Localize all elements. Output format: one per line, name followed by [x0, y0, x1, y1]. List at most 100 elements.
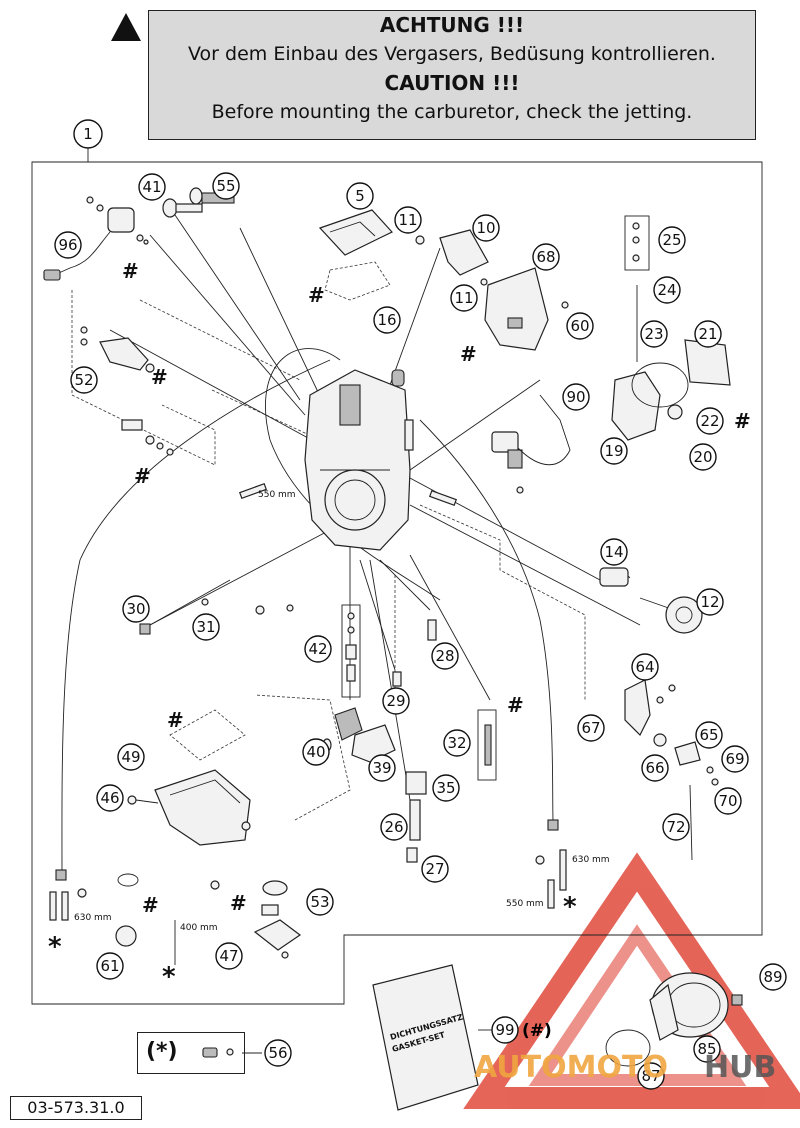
callout-40: 40	[302, 738, 330, 766]
svg-text:72: 72	[666, 818, 685, 836]
svg-text:11: 11	[398, 211, 417, 229]
svg-text:20: 20	[693, 448, 712, 466]
svg-text:46: 46	[100, 789, 119, 807]
hash-symbol: #	[142, 893, 159, 917]
caution-box: ACHTUNG !!! Vor dem Einbau des Vergasers…	[148, 10, 756, 140]
callout-35: 35	[432, 774, 460, 802]
callout-52: 52	[70, 366, 98, 394]
part-bracket	[415, 229, 489, 286]
svg-text:27: 27	[425, 860, 444, 878]
callout-21: 21	[694, 320, 722, 348]
callout-72: 72	[662, 813, 690, 841]
callout-25: 25	[658, 226, 686, 254]
svg-text:66: 66	[645, 759, 664, 777]
gasket-ref-symbol: (#)	[522, 1021, 552, 1041]
callout-27: 27	[421, 855, 449, 883]
callout-14: 14	[600, 538, 628, 566]
part-float-bowl	[127, 709, 251, 846]
callout-66: 66	[641, 754, 669, 782]
svg-text:89: 89	[763, 968, 782, 986]
callout-16: 16	[373, 306, 401, 334]
svg-text:67: 67	[581, 719, 600, 737]
callout-29: 29	[382, 687, 410, 715]
part-hot-start-cover	[484, 267, 569, 351]
callout-55: 55	[212, 172, 240, 200]
callout-68: 68	[532, 243, 560, 271]
svg-text:39: 39	[372, 759, 391, 777]
legend-symbol: (*)	[146, 1039, 178, 1064]
callout-39: 39	[368, 754, 396, 782]
callout-90: 90	[562, 383, 590, 411]
callout-96: 96	[54, 231, 82, 259]
part-bowl-plug	[115, 873, 139, 947]
svg-text:87: 87	[641, 1067, 660, 1085]
part-throttle-spring	[599, 567, 631, 587]
callout-69: 69	[721, 745, 749, 773]
svg-text:68: 68	[536, 248, 555, 266]
hash-symbol: #	[734, 409, 751, 433]
svg-text:10: 10	[476, 219, 495, 237]
dim-400mm: 400 mm	[180, 923, 218, 933]
svg-text:28: 28	[435, 647, 454, 665]
svg-text:25: 25	[662, 231, 681, 249]
dim-630mm: 630 mm	[572, 855, 610, 865]
caution-en-text: Before mounting the carburetor, check th…	[211, 101, 693, 123]
hash-symbol: #	[167, 708, 184, 732]
part-sensor-cable	[491, 394, 571, 494]
svg-text:47: 47	[219, 947, 238, 965]
callout-42: 42	[304, 635, 332, 663]
svg-text:55: 55	[216, 177, 235, 195]
callout-85: 85	[693, 1035, 721, 1063]
svg-text:16: 16	[377, 311, 396, 329]
svg-text:90: 90	[566, 388, 585, 406]
gasket-set-package: DICHTUNGSSATZ GASKET-SET	[372, 964, 479, 1111]
part-jet-set	[624, 215, 650, 362]
star-symbol: *	[162, 962, 176, 992]
part-carburetor-body	[304, 369, 414, 551]
callout-26: 26	[380, 813, 408, 841]
svg-text:21: 21	[698, 325, 717, 343]
hash-symbol: #	[507, 693, 524, 717]
callout-99: 99	[491, 1016, 519, 1044]
svg-text:40: 40	[306, 743, 325, 761]
part-throttle-sensor	[43, 196, 149, 281]
part-cable-end-left	[49, 869, 87, 921]
svg-text:29: 29	[386, 692, 405, 710]
svg-text:1: 1	[83, 125, 93, 143]
part-throttle-linkage	[624, 679, 719, 861]
hash-symbol: #	[230, 891, 247, 915]
callout-61: 61	[96, 952, 124, 980]
svg-text:22: 22	[700, 412, 719, 430]
callout-49: 49	[117, 743, 145, 771]
svg-text:11: 11	[454, 289, 473, 307]
svg-text:19: 19	[604, 442, 623, 460]
legend-box: (*)	[137, 1032, 245, 1074]
part-float	[322, 707, 396, 763]
svg-text:35: 35	[436, 779, 455, 797]
callout-41: 41	[138, 173, 166, 201]
svg-text:41: 41	[142, 178, 161, 196]
hash-symbol: #	[308, 283, 325, 307]
callout-31: 31	[192, 613, 220, 641]
callout-32: 32	[443, 729, 471, 757]
callout-89: 89	[759, 963, 787, 991]
svg-text:23: 23	[644, 325, 663, 343]
callout-20: 20	[689, 443, 717, 471]
svg-text:31: 31	[196, 618, 215, 636]
callout-60: 60	[566, 312, 594, 340]
caution-en-heading: CAUTION !!!	[384, 71, 520, 95]
svg-text:26: 26	[384, 818, 403, 836]
svg-text:65: 65	[699, 726, 718, 744]
watermark-text-automoto: AUTOMOTO	[474, 1050, 668, 1085]
part-pump-rod	[477, 709, 497, 781]
assembly-frame	[31, 161, 763, 1005]
callout-1: 1	[73, 119, 103, 149]
svg-text:70: 70	[718, 792, 737, 810]
callout-67a: 67	[577, 714, 605, 742]
svg-text:56: 56	[268, 1044, 287, 1062]
callout-46: 46	[96, 784, 124, 812]
svg-text:30: 30	[126, 600, 145, 618]
svg-text:64: 64	[635, 658, 654, 676]
hash-symbol: #	[134, 464, 151, 488]
